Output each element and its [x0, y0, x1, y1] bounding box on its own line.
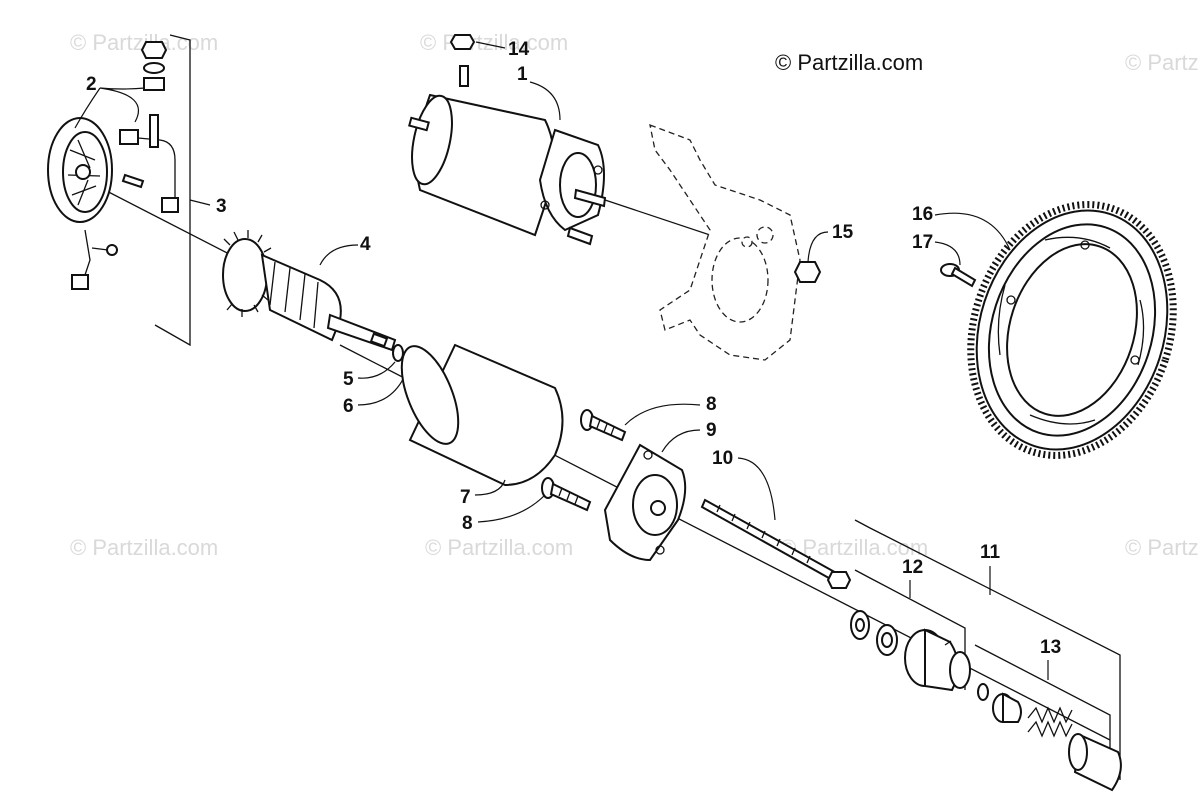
leader-2 — [74, 87, 146, 129]
callout-15: 15 — [832, 222, 854, 243]
callout-5: 5 — [343, 369, 354, 390]
callout-1: 1 — [517, 64, 528, 85]
pinion-clutch — [904, 628, 971, 692]
callout-7: 7 — [460, 487, 471, 508]
clip — [977, 683, 989, 701]
spring — [1027, 720, 1073, 738]
leader-9 — [661, 429, 701, 453]
callout-17: 17 — [912, 232, 933, 253]
starter-motor-part-1 — [408, 34, 607, 246]
leader-16 — [934, 212, 1011, 251]
leader-15 — [807, 231, 829, 263]
ring-gear-part-16 — [967, 201, 1177, 459]
callout-2: 2 — [86, 74, 97, 95]
cap — [1068, 733, 1122, 792]
washer — [876, 624, 898, 656]
end-cover-part-2 — [47, 41, 179, 290]
callout-3: 3 — [216, 196, 227, 217]
callout-10: 10 — [712, 448, 733, 469]
watermark: © Partzilla.com — [420, 30, 568, 55]
bracket-11 — [854, 519, 1121, 780]
leader-7 — [474, 479, 506, 496]
callout-14: 14 — [508, 39, 530, 60]
leader-5 — [357, 361, 396, 379]
through-bolt-part-10 — [700, 498, 852, 589]
callout-16: 16 — [912, 204, 933, 225]
watermark: © Partzilla.com — [425, 535, 573, 560]
leader-8-upper — [624, 403, 701, 426]
callout-12: 12 — [902, 557, 923, 578]
ring-part-5 — [392, 344, 404, 362]
mounting-bracket — [649, 123, 801, 361]
watermark: © Partzilla.com — [1125, 535, 1200, 560]
nut-part-15 — [793, 261, 822, 283]
leader-14 — [475, 41, 506, 49]
bracket-3 — [154, 34, 191, 347]
leader-17 — [934, 241, 961, 266]
screw-part-8-upper — [580, 409, 627, 442]
leader-10 — [737, 457, 776, 521]
watermark: © Partzilla.com — [70, 535, 218, 560]
mounting-bracket-hole — [756, 226, 774, 244]
bracket-13 — [974, 644, 1111, 760]
spring — [1027, 706, 1073, 724]
leader-1 — [529, 81, 561, 121]
screw-part-17 — [940, 263, 977, 288]
stopper — [992, 692, 1022, 723]
leader-3 — [189, 199, 211, 206]
brand-label: © Partzilla.com — [775, 50, 923, 75]
callout-11: 11 — [980, 542, 1001, 563]
callout-9: 9 — [706, 420, 717, 441]
front-bracket-part-9 — [603, 443, 687, 562]
callout-8: 8 — [706, 394, 717, 415]
armature-part-4 — [222, 230, 397, 352]
leader-8-lower — [477, 494, 546, 523]
callout-6: 6 — [343, 396, 354, 417]
watermark: © Partzilla.com — [1125, 50, 1200, 75]
callout-4: 4 — [360, 234, 371, 255]
leader-6 — [357, 367, 409, 406]
mounting-bracket-hole — [711, 237, 769, 323]
leader-4 — [319, 244, 359, 266]
washer — [850, 610, 870, 640]
callout-13: 13 — [1040, 637, 1061, 658]
yoke-housing-part-7 — [400, 343, 564, 487]
screw-part-8-lower — [541, 477, 592, 512]
callout-8: 8 — [462, 513, 473, 534]
mounting-bracket-hole — [741, 236, 753, 248]
